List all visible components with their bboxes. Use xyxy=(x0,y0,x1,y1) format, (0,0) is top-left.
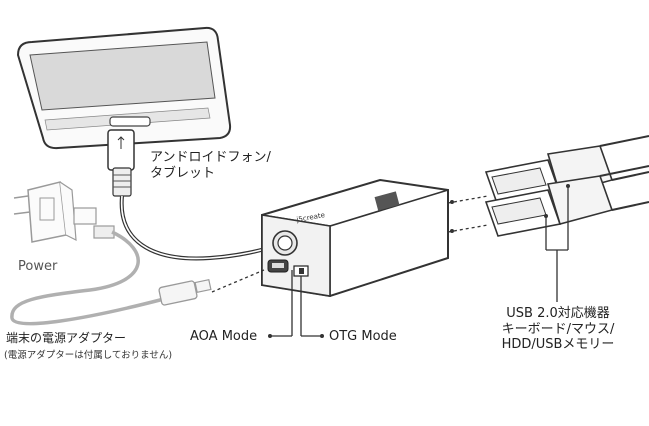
usb-devices-line1: USB 2.0対応機器 xyxy=(506,306,610,321)
usb-dashed-lines xyxy=(447,195,489,233)
power-adapter-label: 端末の電源アダプター xyxy=(6,331,127,345)
phone-cable xyxy=(119,195,277,261)
phone-label: アンドロイドフォン/ タブレット xyxy=(150,150,271,181)
phone-label-line2: タブレット xyxy=(150,165,216,181)
mode-callouts xyxy=(270,270,322,337)
usb-devices-line3: HDD/USBメモリー xyxy=(501,337,615,353)
usb-devices-label: USB 2.0対応機器 キーボード/マウス/ HDD/USBメモリー xyxy=(488,306,628,353)
usb-a-plug-bottom xyxy=(484,165,649,237)
android-phone xyxy=(16,26,232,150)
power-label: Power xyxy=(18,259,58,274)
power-adapter-note: (電源アダプターは付属しておりません) xyxy=(4,350,173,361)
power-micro-plug xyxy=(158,278,212,306)
usb-callout xyxy=(545,186,569,302)
otg-mode-label: OTG Mode xyxy=(329,329,397,344)
aoa-mode-label: AOA Mode xyxy=(190,329,258,344)
power-cable xyxy=(10,230,169,326)
usb-devices-line2: キーボード/マウス/ xyxy=(501,321,615,337)
power-dashed-line xyxy=(211,269,265,293)
power-adapter xyxy=(13,181,115,243)
usb-otg-adapter xyxy=(261,178,449,298)
micro-usb-plug xyxy=(107,129,135,197)
phone-label-line1: アンドロイドフォン/ xyxy=(150,150,271,165)
